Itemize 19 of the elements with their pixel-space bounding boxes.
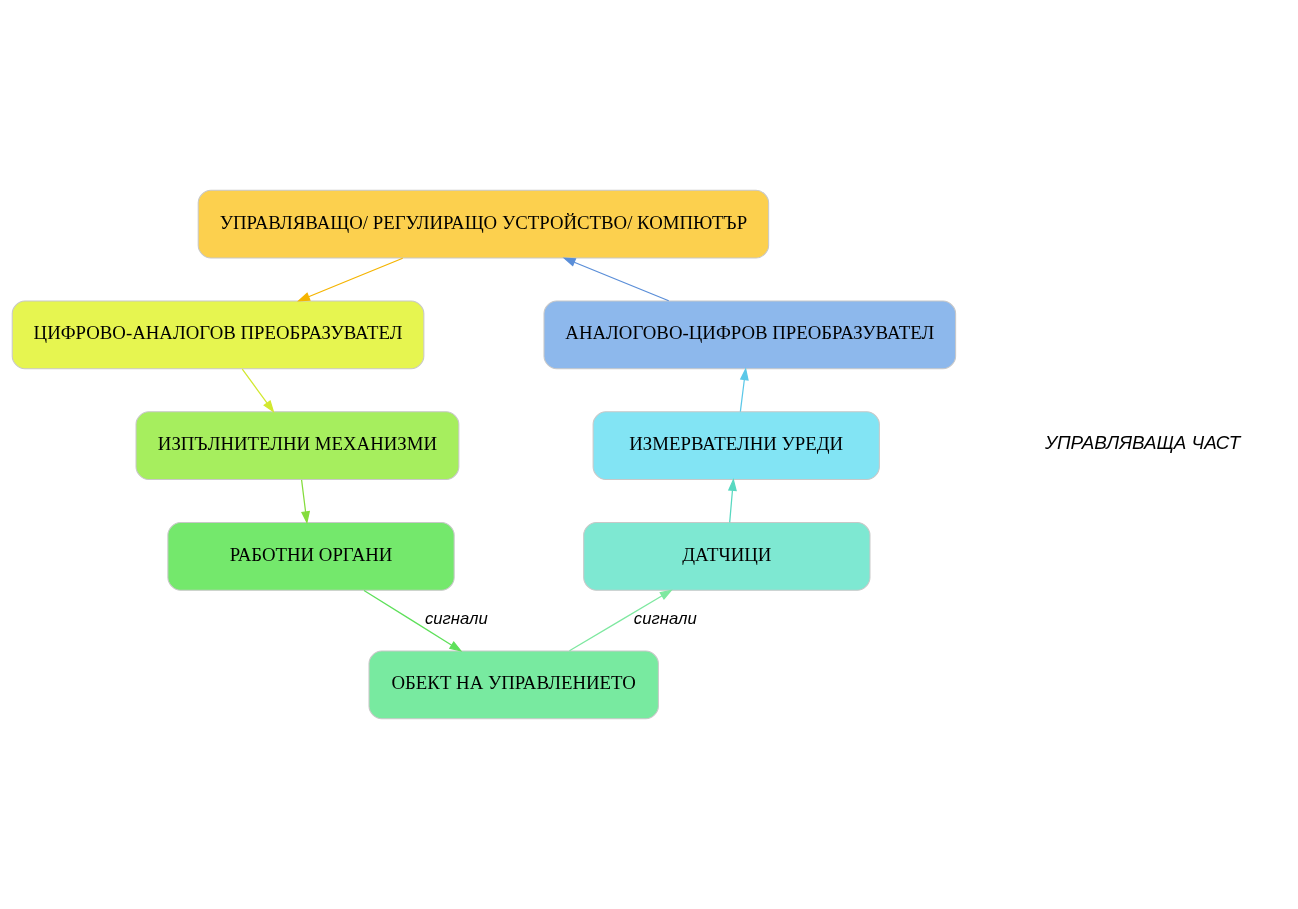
edge-label: сигнали: [424, 608, 488, 628]
node-box: ИЗПЪЛНИТЕЛНИ МЕХАНИЗМИ: [135, 411, 460, 481]
node-box: ИЗМЕРВАТЕЛНИ УРЕДИ: [592, 411, 880, 481]
arrow: [568, 589, 673, 652]
node-box: ДАТЧИЦИ: [583, 521, 871, 591]
arrow: [727, 477, 737, 523]
arrow: [300, 479, 311, 525]
label: УПРАВЛЯВАЩА ЧАСТ: [1044, 432, 1241, 454]
arrow: [363, 589, 463, 652]
node-box: РАБОТНИ ОРГАНИ: [167, 521, 455, 591]
node-box: УПРАВЛЯВАЩО/ РЕГУЛИРАЩО УСТРОЙСТВО/ КОМПЮТЪР: [197, 189, 770, 259]
arrow: [739, 367, 749, 413]
node-box: ОБЕКТ НА УПРАВЛЕНИЕТО: [368, 650, 659, 720]
node-box: АНАЛОГОВО-ЦИФРОВ ПРЕОБРАЗУВАТЕЛ: [543, 300, 957, 370]
arrow: [297, 257, 404, 302]
arrow: [241, 368, 275, 414]
arrow: [562, 257, 670, 302]
node-box: ЦИФРОВО-АНАЛОГОВ ПРЕОБРАЗУВАТЕЛ: [11, 300, 425, 370]
edge-label: сигнали: [633, 608, 697, 628]
